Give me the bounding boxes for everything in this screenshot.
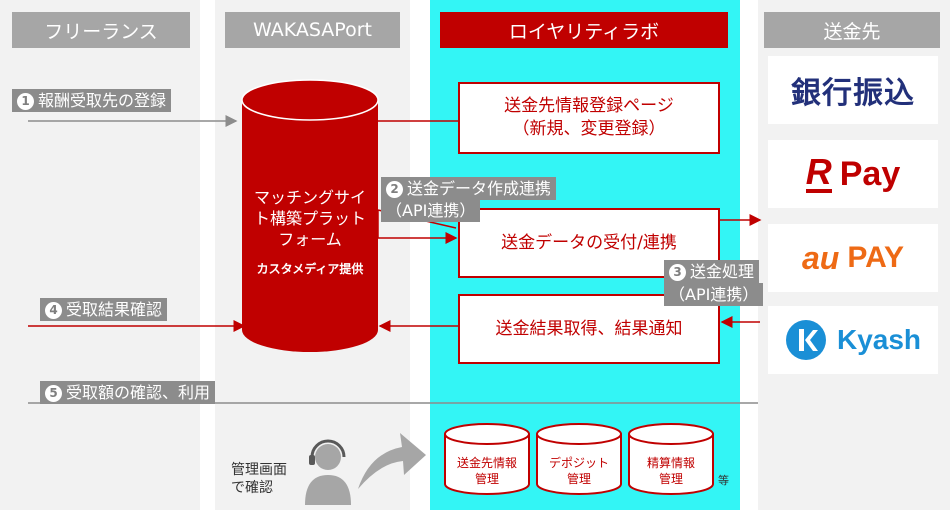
step-5-number: 5 xyxy=(45,385,62,402)
admin-operator-icon xyxy=(305,439,351,505)
lane-header-freelance: フリーランス xyxy=(12,12,190,48)
database-3-line2: 管理 xyxy=(658,472,683,487)
platform-line2: ト構築プラット xyxy=(253,208,366,228)
database-3-line1: 精算情報 xyxy=(646,456,695,470)
receive-label: 送金データの受付/連携 xyxy=(501,232,677,253)
step-2-number: 2 xyxy=(386,181,403,198)
rpay-pay-logo: Pay xyxy=(839,154,901,193)
step-1-number: 1 xyxy=(17,93,34,110)
database-2-shape xyxy=(536,423,622,495)
bank-transfer-logo: 銀行振込 xyxy=(791,77,915,110)
database-2-line1: デポジット xyxy=(548,456,609,470)
step-4-number: 4 xyxy=(45,302,62,319)
admin-line1: 管理画面 xyxy=(231,462,287,478)
step-2-subtext: （API連携） xyxy=(386,201,476,220)
platform-cylinder xyxy=(241,79,379,352)
registration-line2: （新規、変更登録） xyxy=(512,119,666,139)
database-1-line2: 管理 xyxy=(474,472,499,487)
database-1-shape xyxy=(444,423,530,495)
step-2-text: 送金データ作成連携 xyxy=(407,179,552,198)
step-3-sub-label: （API連携） xyxy=(664,283,764,306)
database-2-line2: 管理 xyxy=(566,472,591,487)
kyash-logo-icon xyxy=(785,320,826,360)
step-5-text: 受取額の確認、利用 xyxy=(66,383,211,402)
step-3-text: 送金処理 xyxy=(690,262,755,281)
au-pay-logo: PAY xyxy=(847,241,905,274)
registration-line1: 送金先情報登録ページ xyxy=(504,96,674,117)
platform-provider: カスタメディア提供 xyxy=(256,262,364,277)
step-2-sub-label: （API連携） xyxy=(381,199,481,222)
database-cylinders xyxy=(444,423,714,495)
payment-au-pay: au PAY xyxy=(768,224,938,292)
au-logo: au xyxy=(801,239,840,276)
rpay-r-logo: R xyxy=(805,151,832,193)
admin-line2: で確認 xyxy=(231,479,273,496)
lane-header-royalty-lab: ロイヤリティラボ xyxy=(440,12,728,48)
registration-page-box: 送金先情報登録ページ （新規、変更登録） xyxy=(458,82,720,154)
lane-header-wakasaport: WAKASAPort xyxy=(225,12,400,48)
step-4-text: 受取結果確認 xyxy=(66,300,163,319)
forward-arrow-icon xyxy=(358,433,426,489)
lane-header-destination: 送金先 xyxy=(764,12,940,48)
database-2-label: デポジット 管理 xyxy=(537,455,621,487)
database-3-label: 精算情報 管理 xyxy=(629,455,713,487)
database-1-label: 送金先情報 管理 xyxy=(445,455,529,487)
database-1-line1: 送金先情報 xyxy=(456,456,517,470)
result-label: 送金結果取得、結果通知 xyxy=(495,318,683,339)
etc-label: 等 xyxy=(718,474,729,487)
step-3-subtext: （API連携） xyxy=(669,285,759,304)
payment-kyash: Kyash xyxy=(768,306,938,374)
platform-line3: フォーム xyxy=(278,229,342,249)
database-3-shape xyxy=(628,423,714,495)
admin-label: 管理画面 で確認 xyxy=(231,462,287,497)
platform-label: マッチングサイ ト構築プラット フォーム カスタメディア提供 xyxy=(245,188,375,278)
step-3-number: 3 xyxy=(669,264,686,281)
payment-rpay: R Pay xyxy=(768,140,938,208)
freelance-lane xyxy=(0,0,200,510)
step-1-text: 報酬受取先の登録 xyxy=(38,91,167,110)
kyash-logo-text: Kyash xyxy=(836,324,922,355)
platform-line1: マッチングサイ xyxy=(253,188,366,207)
payment-bank-transfer: 銀行振込 xyxy=(768,56,938,124)
